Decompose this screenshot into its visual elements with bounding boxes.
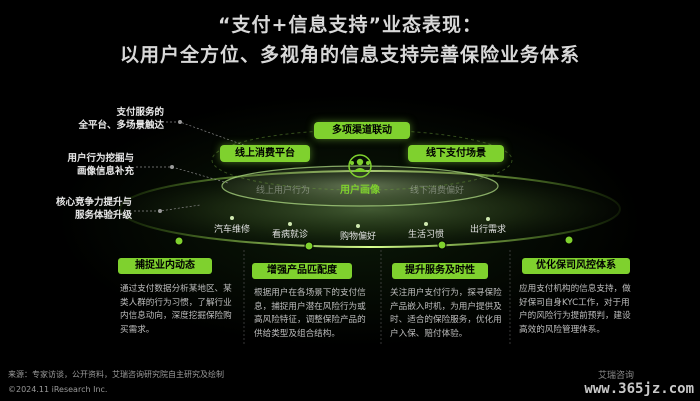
column-description: 关注用户支付行为，探寻保险产品嵌入时机，为用户提供及时、适合的保险服务，优化用户…: [390, 288, 502, 339]
inner-ring: [221, 165, 499, 207]
outer-ring-label: 生活习惯: [407, 230, 444, 240]
copyright: ©2024.11 iResearch Inc.: [8, 385, 108, 394]
page-title-line1: “支付+信息支持”业态表现：: [218, 14, 482, 36]
column-header: 增强产品匹配度: [252, 263, 352, 279]
left-label-payment-reach: 支付服务的 全平台、多场景触达: [78, 107, 164, 131]
column-description: 应用支付机构的信息支持，做好保司自身KYC工作，对于用户的风险行为提前预判，建设…: [519, 284, 631, 335]
pill-multi-channel: 多项渠道联动: [314, 122, 410, 139]
outer-ring-label: 汽车维修: [213, 225, 250, 235]
pill-online-platform: 线上消费平台: [220, 145, 310, 162]
brand-logo: 艾瑞咨询: [598, 371, 635, 381]
inner-ring-label-offline: 线下消费偏好: [409, 186, 464, 196]
outer-ring-label: 看病就诊: [271, 230, 308, 240]
outer-ring-label: 购物偏好: [339, 232, 376, 242]
column-header: 提升服务及时性: [392, 263, 488, 279]
watermark: www.365jz.com: [584, 381, 694, 397]
inner-ring-label-online: 线上用户行为: [255, 186, 310, 196]
source-note: 来源：专家访谈，公开资料，艾瑞咨询研究院自主研究及绘制: [8, 370, 224, 379]
page-title-line2: 以用户全方位、多视角的信息支持完善保险业务体系: [119, 44, 580, 66]
column-description: 根据用户在各场景下的支付信息，捕捉用户潜在风险行为或高风险特征，调整保险产品的供…: [254, 288, 366, 339]
outer-ring-label: 出行需求: [469, 225, 506, 235]
left-label-competitiveness: 核心竞争力提升与 服务体验升级: [55, 197, 132, 221]
column-description: 通过支付数据分析某地区、某类人群的行为习惯，了解行业内信息动向，深度挖掘保险购买…: [120, 284, 232, 335]
column-header: 捕捉业内动态: [118, 258, 212, 274]
column-header: 优化保司风控体系: [522, 258, 630, 274]
center-node-label: 用户画像: [340, 185, 380, 196]
pill-offline-scene: 线下支付场景: [408, 145, 504, 162]
left-label-behavior-mining: 用户行为挖掘与 画像信息补充: [67, 153, 134, 177]
users-icon: [348, 154, 372, 178]
